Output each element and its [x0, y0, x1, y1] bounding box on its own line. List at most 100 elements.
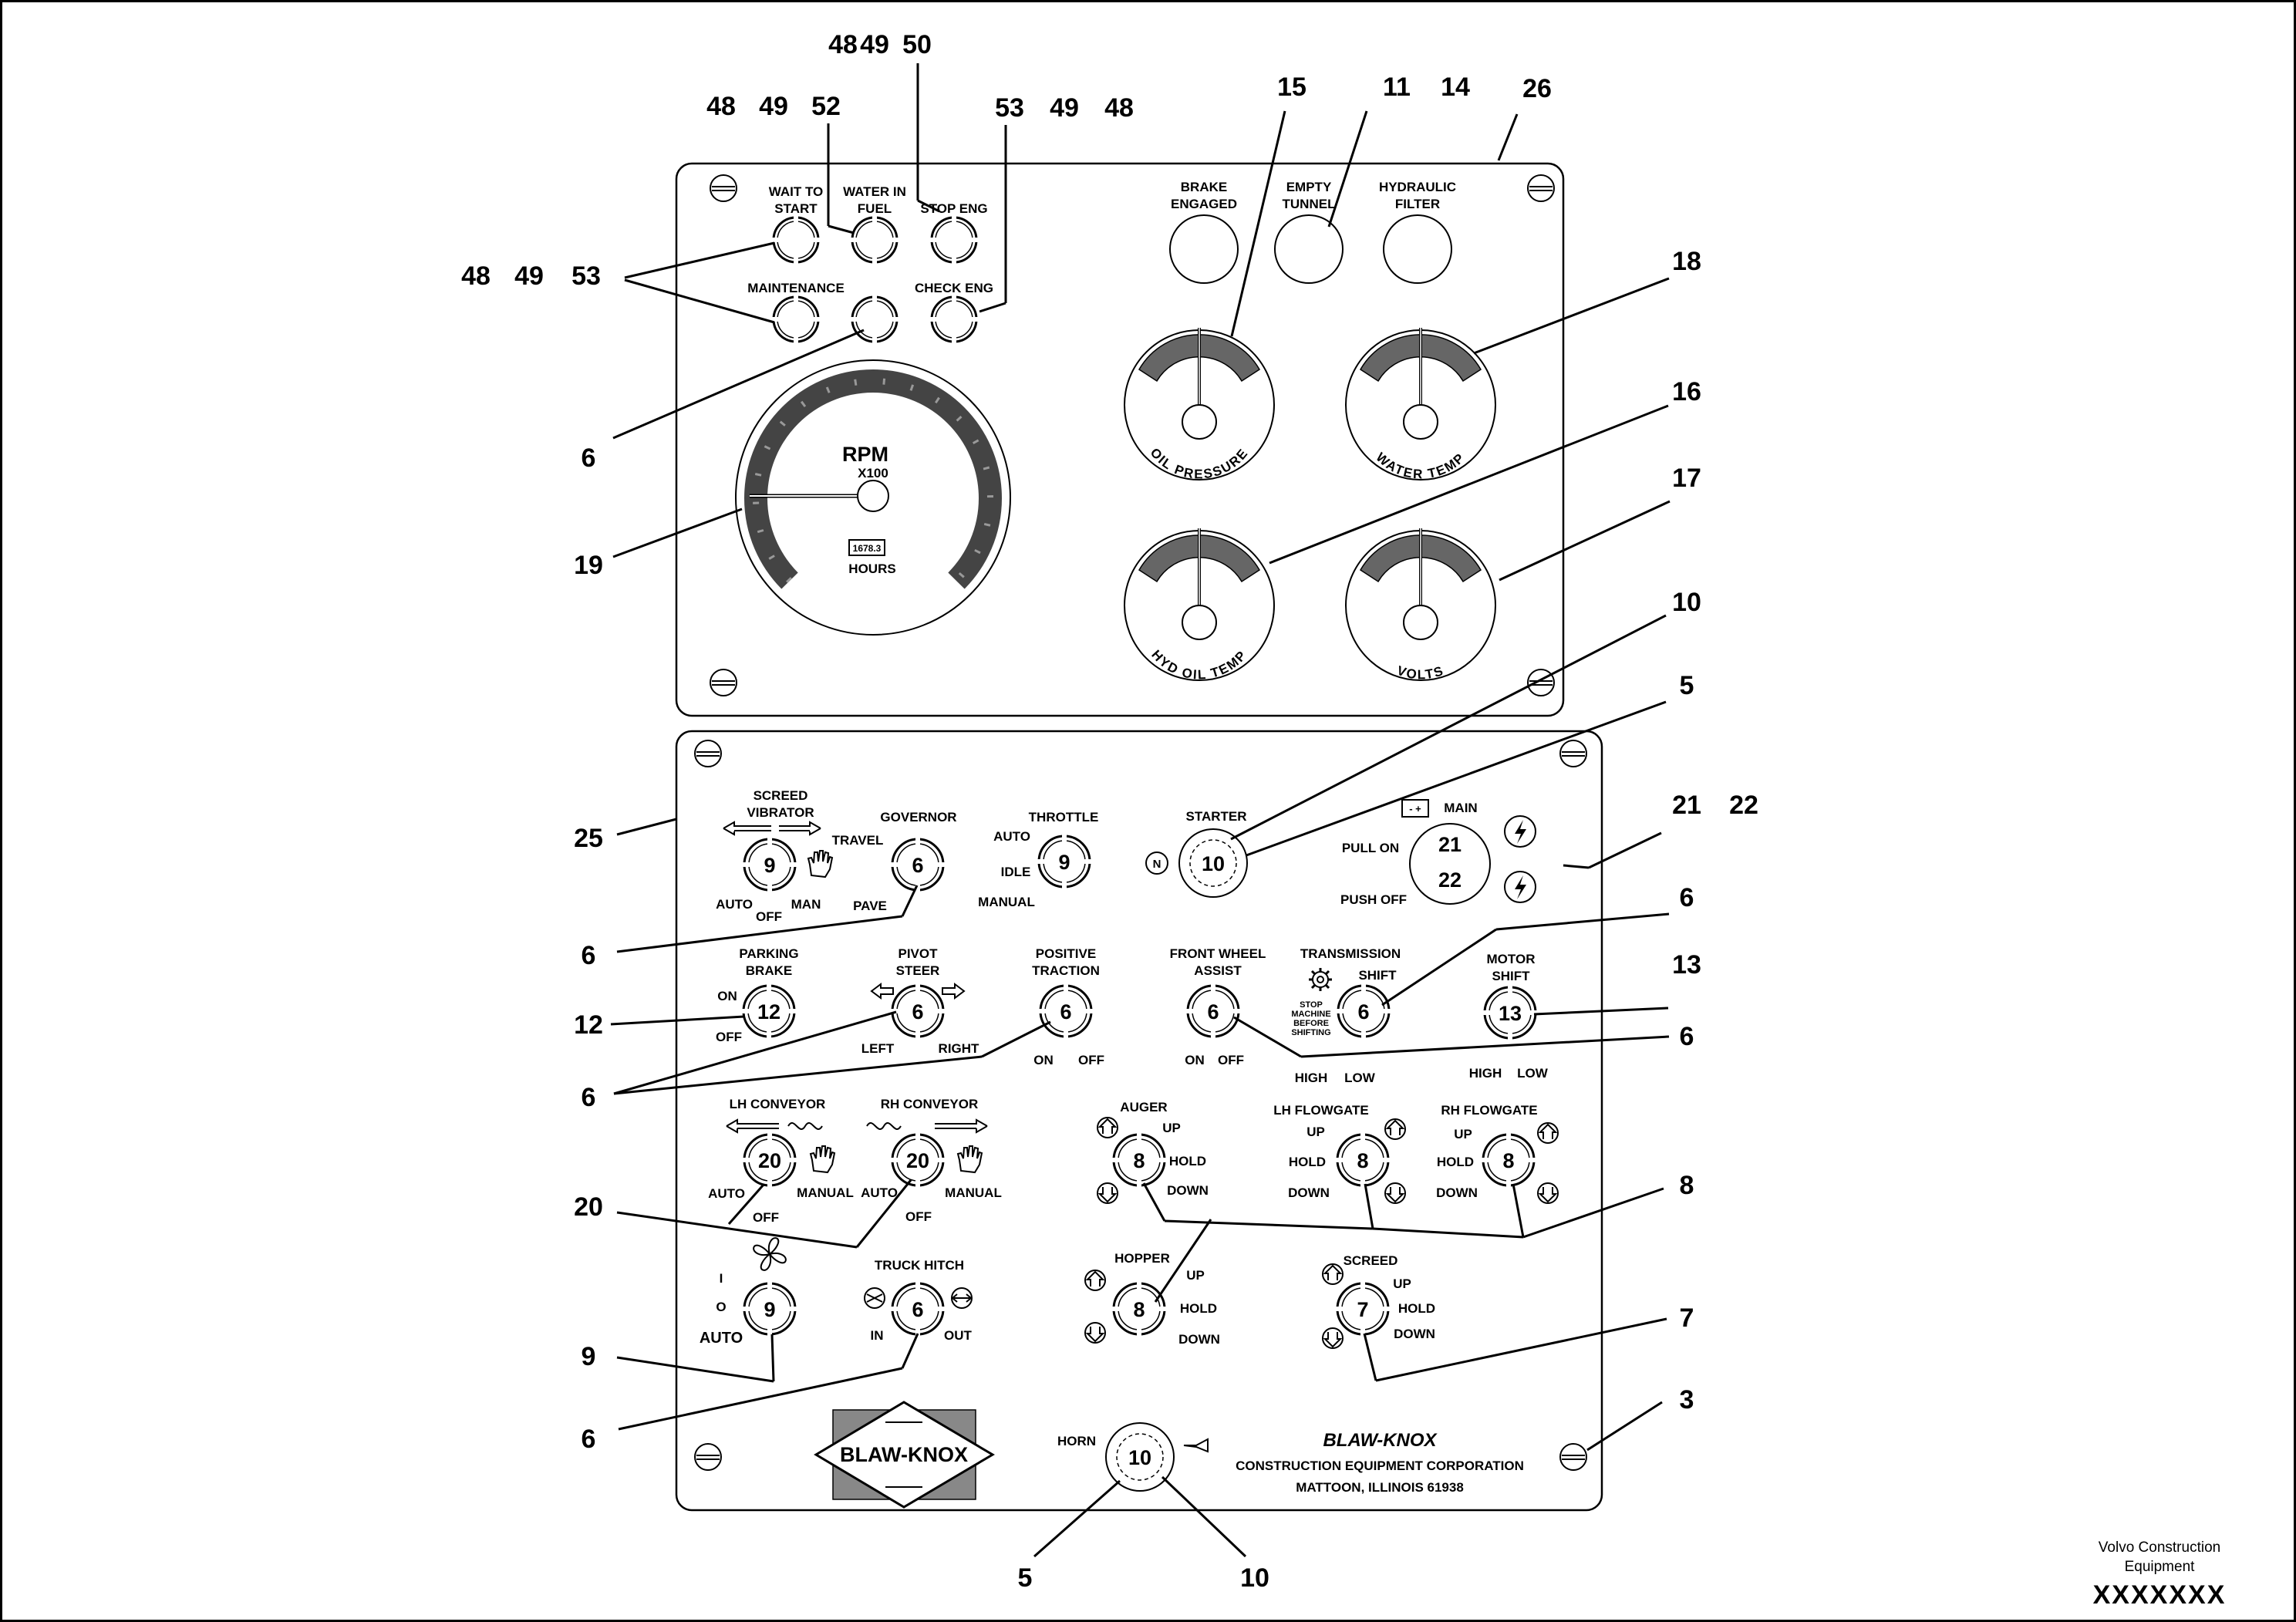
switch-number: 6 — [912, 1000, 923, 1023]
switch-truck-hitch: TRUCK HITCH 6 IN OUT — [864, 1258, 973, 1343]
callout-number: 6 — [1680, 883, 1694, 912]
indicator-lamp — [1383, 214, 1452, 284]
gauge-hub — [1182, 605, 1217, 640]
position-label: ON — [1185, 1053, 1205, 1067]
down-arrow-icon — [1097, 1182, 1118, 1204]
switch-screed: SCREED UP 7 HOLD DOWN — [1322, 1253, 1435, 1349]
hitch-out-icon — [951, 1287, 973, 1309]
position-label: LOW — [1344, 1071, 1376, 1085]
right-arrow-icon — [935, 1118, 988, 1134]
switch-number: 6 — [1060, 1000, 1071, 1023]
screw-icon — [710, 669, 737, 696]
callout-number: 17 — [1672, 464, 1701, 493]
callout-number: 20 — [574, 1192, 603, 1222]
switch-horn: HORN 10 — [1057, 1422, 1209, 1492]
switch-number: 6 — [912, 1298, 923, 1321]
switch-rh-flowgate: RH FLOWGATE UP HOLD 8 DOWN — [1436, 1103, 1559, 1204]
indicator-lamp — [1274, 214, 1344, 284]
warning-light-check-eng: CHECK ENG — [915, 281, 993, 343]
lamp-label: BRAKE — [1181, 180, 1227, 194]
light-label: WATER IN — [843, 184, 906, 199]
switch-number: 8 — [1357, 1149, 1368, 1172]
key-switch — [1178, 828, 1248, 898]
screw-icon — [694, 740, 722, 767]
lamp-label: ENGAGED — [1171, 197, 1237, 211]
switch-number: 22 — [1438, 868, 1462, 892]
main-switch-knob — [1409, 823, 1491, 905]
switch-title: PARKING — [739, 946, 798, 961]
lightning-bolt-icon — [1504, 815, 1536, 848]
footer-company: Volvo Construction — [2099, 1539, 2220, 1556]
shift-note: BEFORE — [1293, 1019, 1329, 1028]
callout-number: 53 — [995, 93, 1024, 123]
hand-icon — [807, 850, 833, 878]
switch-title: RH FLOWGATE — [1441, 1103, 1537, 1118]
position-label: AUTO — [716, 897, 753, 912]
switch-title: HOPPER — [1114, 1251, 1170, 1266]
lamp-label: TUNNEL — [1283, 197, 1336, 211]
switch-number: 20 — [758, 1149, 781, 1172]
switch-number: 6 — [1357, 1000, 1369, 1023]
tach-scale-ticks — [753, 378, 993, 583]
position-label: HOLD — [1289, 1155, 1326, 1169]
position-label: IN — [871, 1328, 884, 1343]
callout-number: 10 — [1672, 588, 1701, 617]
callout-number: 13 — [1672, 950, 1701, 980]
position-label: ON — [1033, 1053, 1054, 1067]
switch-title: LH FLOWGATE — [1273, 1103, 1368, 1118]
hand-icon — [810, 1145, 835, 1173]
switch-number: 6 — [912, 854, 923, 877]
gauge-hub — [1403, 605, 1438, 640]
position-label: HIGH — [1469, 1066, 1502, 1081]
warning-lamp-icon — [930, 216, 978, 264]
position-label: UP — [1162, 1121, 1181, 1135]
callout-number: 9 — [582, 1342, 596, 1371]
callout-number: 11 — [1383, 73, 1411, 102]
switch-number: 9 — [764, 1298, 775, 1321]
position-label: UP — [1306, 1125, 1325, 1139]
screw-icon — [1559, 740, 1587, 767]
position-label: AUTO — [861, 1185, 898, 1200]
callout-number: 6 — [1680, 1022, 1694, 1051]
horn-button — [1105, 1422, 1175, 1492]
left-arrow-icon — [726, 1118, 779, 1134]
switch-title: STEER — [896, 963, 940, 978]
callout-number: 22 — [1729, 791, 1758, 820]
position-label: HOLD — [1169, 1154, 1206, 1168]
warning-lamp-icon — [772, 295, 820, 343]
switch-number: 7 — [1357, 1298, 1368, 1321]
position-label: PUSH OFF — [1340, 892, 1407, 907]
switch-screed-vibrator: SCREED VIBRATOR 9 AUTO OFF MAN — [716, 788, 833, 924]
shift-note: SHIFTING — [1291, 1028, 1330, 1037]
switch-subtitle: SHIFT — [1358, 968, 1397, 983]
switch-auger: AUGER UP 8 HOLD DOWN — [1097, 1100, 1209, 1204]
light-label: STOP ENG — [920, 201, 987, 216]
switch-title: MOTOR — [1487, 952, 1536, 966]
callout-number: 50 — [902, 30, 932, 59]
warning-light-stop-eng: STOP ENG — [920, 201, 988, 264]
lamp-brake-engaged: BRAKE ENGAGED — [1169, 180, 1239, 284]
position-label: LOW — [1517, 1066, 1549, 1081]
callout-number: 18 — [1672, 247, 1701, 276]
position-label: OFF — [753, 1210, 779, 1225]
switch-fan: I O AUTO 9 — [700, 1237, 797, 1347]
position-label: MANUAL — [945, 1185, 1002, 1200]
gauge-hub — [1182, 404, 1217, 440]
screw-icon — [710, 174, 737, 202]
switch-title: SCREED — [754, 788, 808, 803]
switch-number: 10 — [1128, 1446, 1151, 1469]
position-label: OFF — [756, 909, 782, 924]
hitch-in-icon — [864, 1287, 885, 1309]
callout-number: 52 — [811, 92, 841, 121]
shift-note: MACHINE — [1291, 1010, 1330, 1019]
switch-governor: GOVERNOR TRAVEL 6 PAVE — [832, 810, 957, 913]
position-label: UP — [1454, 1127, 1472, 1141]
callout-number: 48 — [828, 30, 858, 59]
callout-number: 48 — [706, 92, 736, 121]
warning-light-blank — [851, 295, 899, 343]
tach-multiplier: X100 — [858, 466, 888, 481]
right-arrow-icon — [779, 821, 821, 836]
callout-number: 21 — [1672, 791, 1701, 820]
callout-number: 14 — [1441, 73, 1470, 102]
